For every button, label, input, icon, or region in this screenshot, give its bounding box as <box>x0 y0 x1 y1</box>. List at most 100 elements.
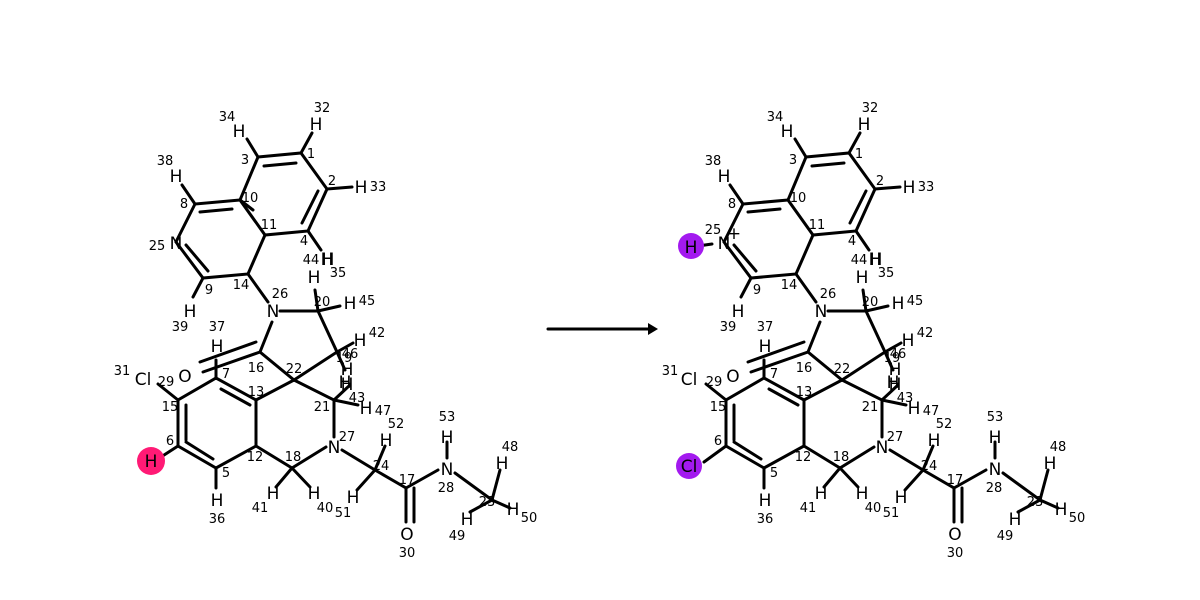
product-atom-h-51: H <box>895 488 908 508</box>
reactant-carbon-index-16: 16 <box>248 361 265 376</box>
reactant-carbon-index-8: 8 <box>180 197 188 212</box>
product-atom-h-53: H <box>989 428 1002 448</box>
reactant-carbon-index-15: 15 <box>162 400 179 415</box>
reactant-atom-index-44: 44 <box>303 253 320 268</box>
product-atom-h-33: H <box>903 178 916 198</box>
reactant-atom-h-53: H <box>441 428 454 448</box>
product-carbon-index-14: 14 <box>781 278 798 293</box>
reactant-atom-h-43: H <box>339 373 352 393</box>
reactant-carbon-index-14: 14 <box>233 278 250 293</box>
product-carbon-index-3: 3 <box>789 153 797 168</box>
reactant-carbon-index-10: 10 <box>242 191 259 206</box>
product-atom-index-52: 52 <box>936 417 953 432</box>
product-atom-h: H <box>889 360 902 380</box>
product-atom-index-39: 39 <box>720 320 737 335</box>
product-atom-index-32: 32 <box>862 101 879 116</box>
product-carbon-index-16: 16 <box>796 361 813 376</box>
product-atom-h-45: H <box>892 294 905 314</box>
reactant-atom-h-40: H <box>308 484 321 504</box>
product-atom-index-38: 38 <box>705 154 722 169</box>
reactant-atom-h-39: H <box>184 302 197 322</box>
reactant-atom-index-48: 48 <box>502 440 519 455</box>
product-atom-index-53: 53 <box>987 410 1004 425</box>
product-atom-h-47: H <box>908 399 921 419</box>
product-atom-h-37: H <box>759 337 772 357</box>
reactant-atom-index-47: 47 <box>375 404 392 419</box>
product-atom-n-28: N <box>989 460 1002 480</box>
product-atom-index-51: 51 <box>883 506 900 521</box>
product-atom-index-36: 36 <box>757 512 774 527</box>
product-atom-n-25: N <box>718 234 731 254</box>
product-carbon-index-23: 23 <box>1027 495 1044 510</box>
reactant-atom-index-39: 39 <box>172 320 189 335</box>
product-carbon-index-22: 22 <box>834 362 851 377</box>
reactant-carbon-index-5: 5 <box>222 466 230 481</box>
reactant-atom-index-50: 50 <box>521 511 538 526</box>
reactant-atom-n-28: N <box>441 460 454 480</box>
reactant-atom-h: H <box>341 360 354 380</box>
product-carbon-index-24: 24 <box>921 459 938 474</box>
reactant-highlight-h <box>137 447 165 475</box>
product-highlight-cl <box>676 453 702 479</box>
reactant-carbon-index-22: 22 <box>286 362 303 377</box>
reactant-atom-index-27: 27 <box>339 430 356 445</box>
reactant-atom-h-52: H <box>380 431 393 451</box>
product-carbon-index-18: 18 <box>833 450 850 465</box>
reactant-carbon-index-12: 12 <box>247 450 264 465</box>
product-atom-h-41: H <box>815 484 828 504</box>
product-atom-h-36: H <box>759 491 772 511</box>
reactant-atom-index-40: 40 <box>317 501 334 516</box>
product-bonds <box>696 131 1060 524</box>
product-atom-index-46: 46 <box>890 347 907 362</box>
product-carbon-index-15: 15 <box>710 400 727 415</box>
product-atom-index-48: 48 <box>1050 440 1067 455</box>
reactant-atom-cl-31: Cl <box>135 370 152 390</box>
product-atom-index-41: 41 <box>800 501 817 516</box>
reactant-atom-index-35: 35 <box>330 266 347 281</box>
product-atom-index-30: 30 <box>947 546 964 561</box>
reactant-atom-h-47: H <box>360 399 373 419</box>
reactant-carbon-index-29: 29 <box>158 375 175 390</box>
reactant-atom-h-51: H <box>347 488 360 508</box>
product-carbon-index-7: 7 <box>770 367 778 382</box>
reactant-carbon-index-17: 17 <box>399 473 416 488</box>
reactant-carbon-index-7: 7 <box>222 367 230 382</box>
reactant-carbon-index-21: 21 <box>314 400 331 415</box>
reactant-carbon-index-3: 3 <box>241 153 249 168</box>
reactant-atom-h-46: H <box>341 375 354 395</box>
product-atom-index-35: 35 <box>878 266 895 281</box>
reactant-atom-index-31: 31 <box>114 364 131 379</box>
reactant-bonds <box>156 131 512 524</box>
reactant-carbon-index-2: 2 <box>328 174 336 189</box>
reactant-atom-index-42: 42 <box>369 326 386 341</box>
reactant-atom-index-26: 26 <box>272 287 289 302</box>
reactant-atom-n-26: N <box>267 302 280 322</box>
reactant-atom-index-32: 32 <box>314 101 331 116</box>
product-atom-index-26: 26 <box>820 287 837 302</box>
reactant-atom-h-35: H <box>322 250 335 270</box>
product-atom-h-52: H <box>928 431 941 451</box>
product-atom-cl-31: Cl <box>681 370 698 390</box>
reactant-atom-h-50: H <box>507 500 520 520</box>
reactant-atom-h-41: H <box>267 484 280 504</box>
reactant-atom-index-37: 37 <box>209 320 226 335</box>
reactant-atom-index-43: 43 <box>349 391 366 406</box>
reactant-carbon-index-11: 11 <box>261 218 278 233</box>
reactant-carbon-index-19: 19 <box>336 351 353 366</box>
product-atom-h-32: H <box>858 115 871 135</box>
product-atom-h-35: H <box>870 250 883 270</box>
reactant-atom-h-49: H <box>461 510 474 530</box>
product-carbon-index-5: 5 <box>770 466 778 481</box>
reactant-atom-index-46: 46 <box>342 347 359 362</box>
product-atom-index-28: 28 <box>986 481 1003 496</box>
reactant-carbon-index-18: 18 <box>285 450 302 465</box>
product-carbon-index-10: 10 <box>790 191 807 206</box>
product-atom-h-38: H <box>718 167 731 187</box>
reactant-atom-index-52: 52 <box>388 417 405 432</box>
product-atom-n-27: N <box>876 438 889 458</box>
